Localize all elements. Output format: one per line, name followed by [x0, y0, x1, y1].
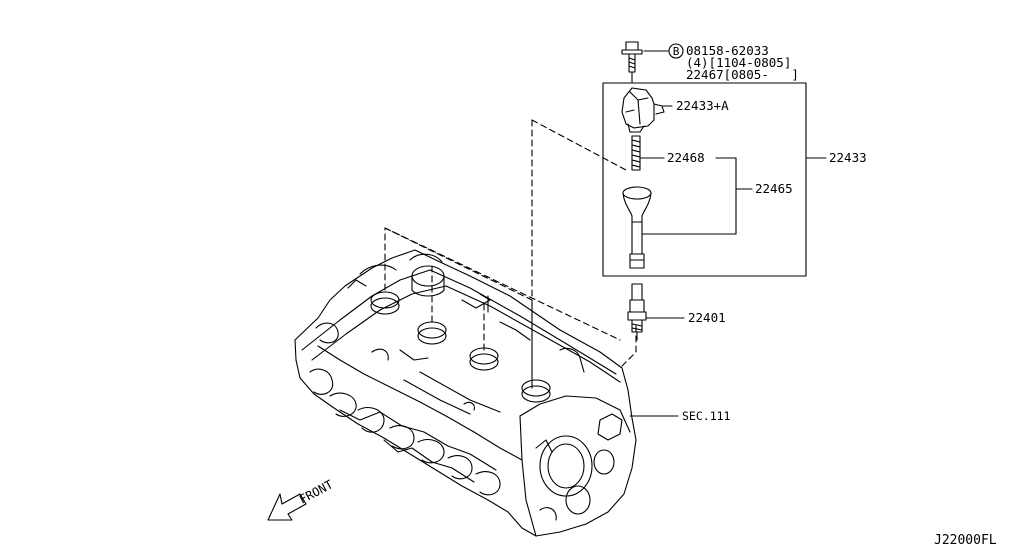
boot — [622, 186, 652, 269]
bolt-symbol-letter: B — [673, 45, 680, 58]
coil-assembly-box — [602, 82, 807, 277]
bolt-symbol — [668, 43, 684, 59]
bolt-part-number: 08158-62033 — [686, 43, 769, 58]
callout-ignition-coil: 22433+A — [676, 98, 729, 113]
ignition-coil — [621, 87, 665, 133]
front-label: FRONT — [297, 477, 335, 506]
install-guide-lines — [384, 119, 637, 389]
callout-cylinder-head: SEC.111 — [682, 409, 731, 423]
bolt-qty-line: (4)[1104-0805] — [686, 55, 792, 70]
bolt — [621, 41, 643, 83]
callout-coil-assembly: 22433 — [829, 150, 867, 165]
callout-spring: 22468 — [667, 150, 705, 165]
diagram-code: J22000FL — [934, 533, 997, 548]
spring — [631, 135, 641, 171]
callout-spark-plug: 22401 — [688, 310, 726, 325]
leader-lines — [629, 50, 827, 417]
bolt-alt-line: 22467[0805- ] — [686, 67, 799, 82]
cylinder-head — [294, 249, 637, 537]
front-arrow-icon — [267, 493, 307, 521]
spark-plug — [627, 283, 647, 341]
callout-boot: 22465 — [755, 181, 793, 196]
